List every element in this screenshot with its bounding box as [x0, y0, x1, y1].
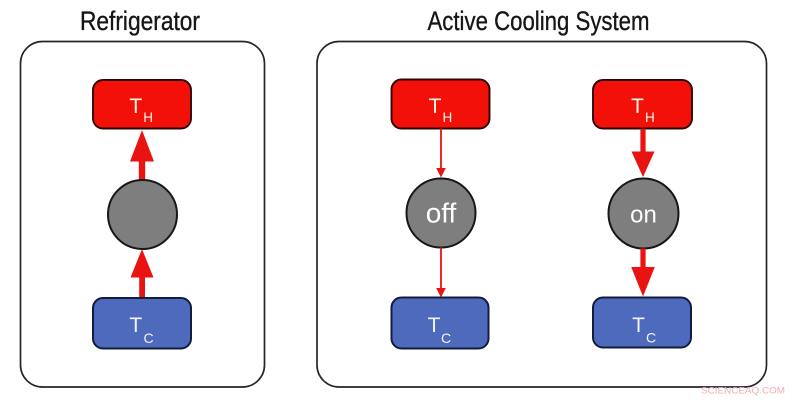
- svg-text:C: C: [441, 330, 451, 346]
- svg-text:on: on: [630, 202, 657, 229]
- svg-text:Refrigerator: Refrigerator: [80, 6, 200, 36]
- svg-text:T: T: [129, 314, 142, 337]
- svg-text:SCIENCEAQ.COM: SCIENCEAQ.COM: [701, 386, 785, 397]
- svg-text:H: H: [143, 110, 153, 125]
- svg-text:T: T: [129, 95, 142, 118]
- svg-text:H: H: [443, 110, 453, 125]
- svg-text:T: T: [429, 95, 442, 118]
- svg-text:H: H: [645, 110, 655, 125]
- svg-text:off: off: [426, 198, 457, 229]
- svg-text:C: C: [144, 330, 154, 346]
- svg-text:T: T: [428, 314, 441, 337]
- svg-text:C: C: [646, 330, 656, 346]
- svg-text:T: T: [632, 314, 645, 337]
- svg-text:Active Cooling System: Active Cooling System: [428, 6, 650, 36]
- svg-text:T: T: [631, 95, 644, 118]
